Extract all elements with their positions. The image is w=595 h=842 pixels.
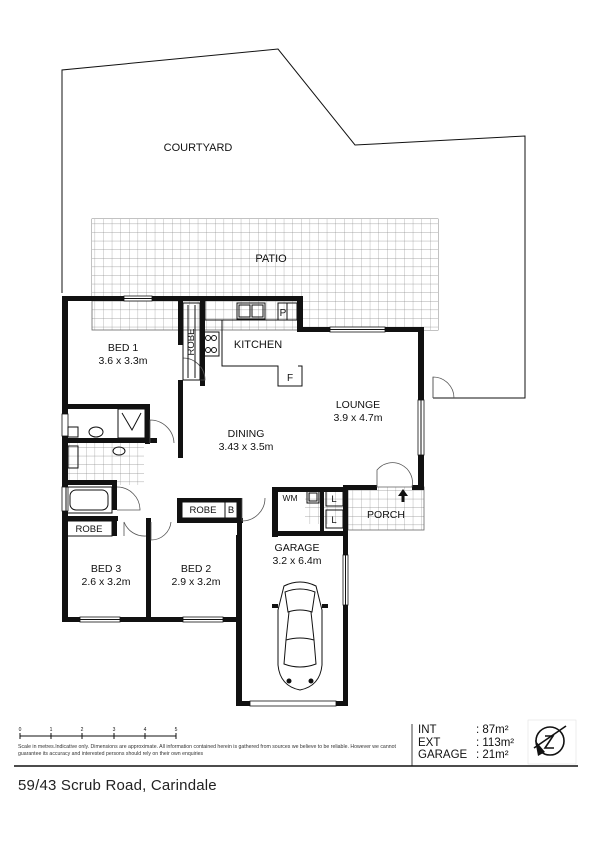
- bed2-name: BED 2: [181, 563, 212, 575]
- porch-label: PORCH: [367, 509, 405, 521]
- wm-label: WM: [282, 493, 297, 503]
- bathroom-floor: [66, 441, 144, 485]
- scale-tick-0: 0: [19, 727, 22, 733]
- scale-tick-2: 2: [81, 727, 84, 733]
- dining-size: 3.43 x 3.5m: [219, 441, 274, 453]
- patio-label: PATIO: [255, 253, 287, 265]
- area-row-ext: EXT : 113m²: [418, 737, 526, 750]
- garage-name: GARAGE: [275, 542, 320, 554]
- patio-overlap: [92, 219, 438, 332]
- area-value: : 87m²: [476, 724, 509, 736]
- car-icon: [272, 581, 328, 691]
- area-value: : 21m²: [476, 749, 509, 761]
- garage-size: 3.2 x 6.4m: [272, 555, 321, 567]
- scale-tick-3: 3: [113, 727, 116, 733]
- courtyard-label: COURTYARD: [164, 142, 233, 154]
- area-label: GARAGE: [418, 749, 468, 761]
- property-address: 59/43 Scrub Road, Carindale: [18, 777, 217, 794]
- area-label: INT: [418, 724, 437, 736]
- linen-b-label: B: [228, 505, 234, 516]
- bed2-size: 2.9 x 3.2m: [171, 576, 220, 588]
- fridge-label: F: [287, 373, 293, 384]
- courtyard-boundary: [61, 48, 526, 399]
- lounge-size: 3.9 x 4.7m: [333, 412, 382, 424]
- porch-area: [347, 486, 425, 531]
- entry-arrow-icon: [398, 489, 408, 502]
- linen-l2-label: L: [331, 515, 336, 526]
- linen-l1-label: L: [331, 494, 336, 505]
- bed1-size: 3.6 x 3.3m: [98, 355, 147, 367]
- scale-tick-5: 5: [175, 727, 178, 733]
- scale-bar: 0 1 2 3 4 5: [19, 727, 178, 739]
- walls: [62, 296, 424, 706]
- windows: [61, 295, 425, 707]
- robes: [65, 302, 238, 537]
- kitchen-label: KITCHEN: [234, 339, 282, 351]
- robe1-label: ROBE: [186, 329, 197, 356]
- lounge-name: LOUNGE: [336, 399, 380, 411]
- area-row-int: INT : 87m²: [418, 724, 526, 737]
- dining-name: DINING: [228, 428, 265, 440]
- bed3-name: BED 3: [91, 563, 122, 575]
- bed3-size: 2.6 x 3.2m: [81, 576, 130, 588]
- north-compass-icon: [527, 719, 577, 765]
- robe3-label: ROBE: [76, 524, 103, 535]
- area-value: : 113m²: [476, 736, 515, 749]
- scale-tick-4: 4: [144, 727, 147, 733]
- robe2-label: ROBE: [190, 505, 217, 516]
- kitchen-bench: [202, 301, 303, 387]
- disclaimer-text: Scale in metres.Indicative only. Dimensi…: [18, 744, 396, 757]
- area-row-garage: GARAGE : 21m²: [418, 749, 526, 762]
- area-label: EXT: [418, 736, 441, 749]
- bed1-name: BED 1: [108, 342, 139, 354]
- bathroom-fixtures: [65, 408, 320, 514]
- pantry-label: P: [280, 308, 287, 319]
- scale-tick-1: 1: [50, 727, 53, 733]
- area-summary: INT : 87m² EXT : 113m² GARAGE : 21m²: [418, 724, 526, 762]
